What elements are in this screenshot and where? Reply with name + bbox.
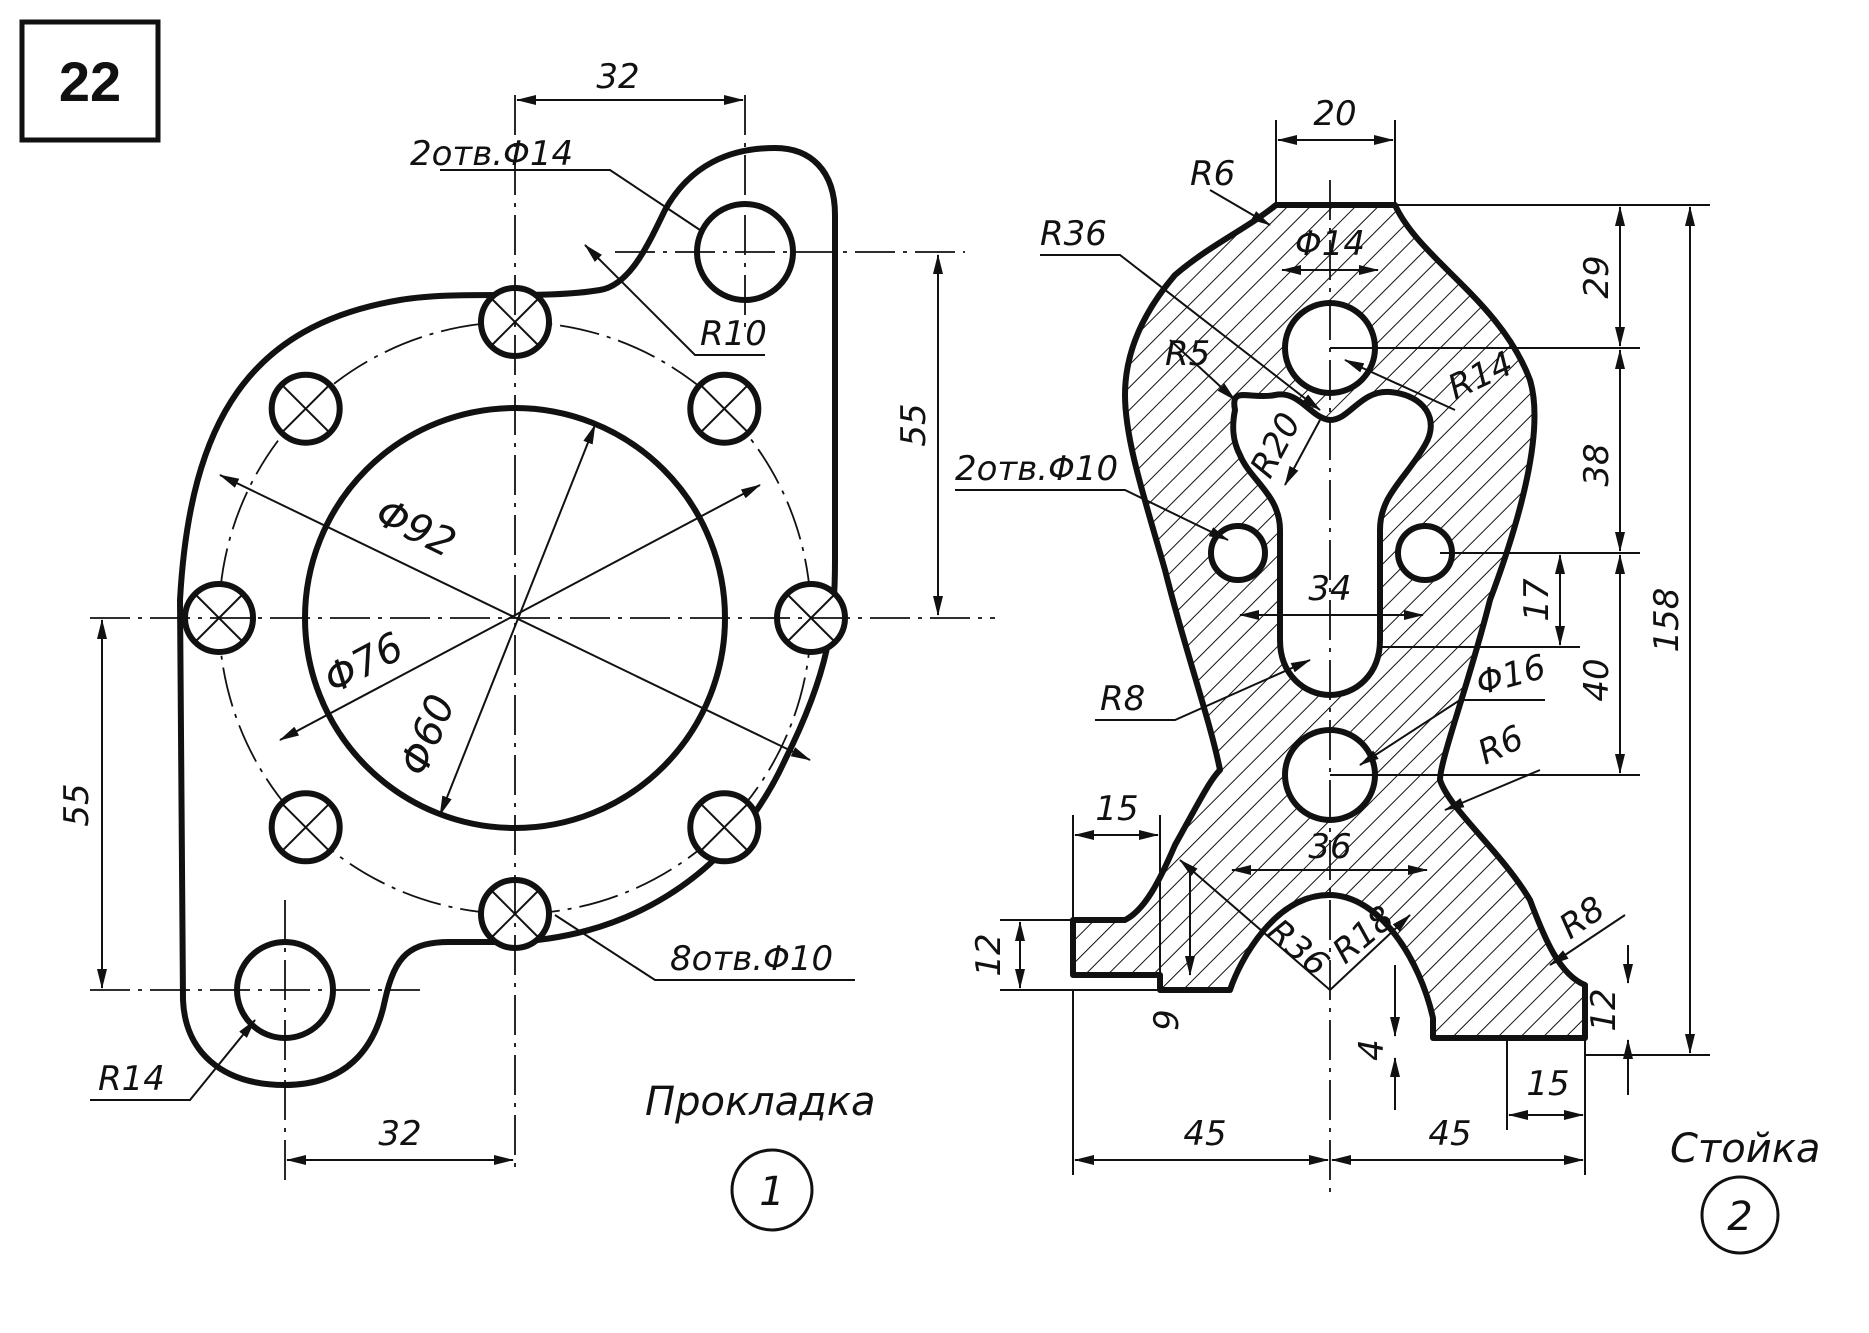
leader-r6-top bbox=[1209, 189, 1271, 226]
dim-top-32: 32 bbox=[596, 57, 639, 97]
dim-r14: R14 bbox=[98, 1059, 165, 1099]
dim-w15-left: 15 bbox=[1095, 789, 1138, 829]
bolt-hole-cross bbox=[280, 383, 331, 434]
leader-r36-top bbox=[1040, 254, 1321, 411]
dim-h12-left: 12 bbox=[969, 933, 1009, 976]
dim-36: 36 bbox=[1308, 827, 1351, 867]
leader-8x10 bbox=[554, 914, 855, 981]
bolt-hole-cross bbox=[490, 297, 540, 347]
stand-hole-left bbox=[1208, 523, 1268, 583]
dim-d76: Φ76 bbox=[317, 624, 411, 703]
dim-r36-top: R36 bbox=[1040, 214, 1107, 254]
part2-index-circle bbox=[1700, 1175, 1780, 1255]
leader-r36-bottom bbox=[1179, 859, 1331, 991]
dim-2x10: 2отв.Φ10 bbox=[955, 449, 1118, 489]
dim-v40: 40 bbox=[1577, 658, 1617, 701]
part2-name: Стойка bbox=[1670, 1126, 1820, 1172]
dim-r5: R5 bbox=[1165, 334, 1210, 374]
dim-d60: Φ60 bbox=[391, 688, 465, 782]
part1-gasket-view: 32 2отв.Φ14 R10 55 Φ92 Φ76 Φ60 55 8отв.Φ… bbox=[57, 57, 995, 1232]
gasket-outline bbox=[177, 145, 838, 1088]
dim-r6-top: R6 bbox=[1190, 154, 1235, 194]
dim-r8-right: R8 bbox=[1552, 889, 1612, 948]
leader-2x14 bbox=[440, 169, 701, 231]
dim-h9: 9 bbox=[1147, 1009, 1187, 1031]
dim-top-20: 20 bbox=[1313, 94, 1356, 134]
dim-34: 34 bbox=[1308, 569, 1351, 609]
leader-r8-right bbox=[1549, 914, 1626, 966]
dim-v29: 29 bbox=[1577, 255, 1617, 298]
part2-index: 2 bbox=[1727, 1194, 1752, 1240]
dim-r6-side: R6 bbox=[1472, 718, 1530, 773]
dim-8x10: 8отв.Φ10 bbox=[670, 939, 833, 979]
dim-d16: Φ16 bbox=[1472, 647, 1550, 704]
leader-r10 bbox=[584, 244, 765, 356]
dim-h4: 4 bbox=[1352, 1039, 1392, 1061]
leader-r18 bbox=[1329, 914, 1411, 991]
bolt-hole-cross bbox=[699, 383, 750, 434]
part2-stand-view: 20 R6 R36 Φ14 R5 R14 R20 2отв.Φ10 34 R8 … bbox=[955, 94, 1820, 1255]
dim-v158: 158 bbox=[1647, 588, 1687, 653]
dim-2x14: 2отв.Φ14 bbox=[410, 134, 573, 174]
dim-d60-line bbox=[439, 424, 596, 816]
part1-name: Прокладка bbox=[645, 1079, 876, 1125]
dim-d14: Φ14 bbox=[1295, 224, 1365, 264]
leader-r14-stand bbox=[1344, 359, 1456, 411]
dim-v38: 38 bbox=[1577, 443, 1617, 486]
leader-d16 bbox=[1359, 699, 1545, 766]
dim-h12-right: 12 bbox=[1584, 988, 1624, 1031]
part1-index: 1 bbox=[759, 1169, 784, 1215]
bolt-hole-cross bbox=[699, 802, 750, 853]
leader-r5 bbox=[1169, 339, 1236, 401]
sheet-number-box: 22 bbox=[19, 19, 161, 143]
dim-right-55: 55 bbox=[894, 403, 934, 446]
leader-r14 bbox=[90, 1019, 256, 1101]
dim-r8-side: R8 bbox=[1100, 679, 1145, 719]
bolt-hole-cross bbox=[280, 802, 331, 853]
dim-d92: Φ92 bbox=[369, 490, 463, 567]
leader-r8-side bbox=[1095, 659, 1311, 721]
dim-r10: R10 bbox=[700, 314, 767, 354]
dim-v17: 17 bbox=[1517, 578, 1557, 622]
dim-w45-right: 45 bbox=[1428, 1114, 1471, 1154]
dim-w45-left: 45 bbox=[1183, 1114, 1226, 1154]
dim-bottom-32: 32 bbox=[378, 1114, 421, 1154]
sheet-number: 22 bbox=[59, 50, 121, 113]
dim-w15-right: 15 bbox=[1526, 1064, 1569, 1104]
leader-r6-side bbox=[1444, 769, 1541, 811]
part1-index-circle bbox=[730, 1148, 814, 1232]
leader-2x10 bbox=[955, 489, 1229, 541]
leader-r20 bbox=[1284, 419, 1321, 486]
dim-left-55: 55 bbox=[57, 783, 97, 826]
